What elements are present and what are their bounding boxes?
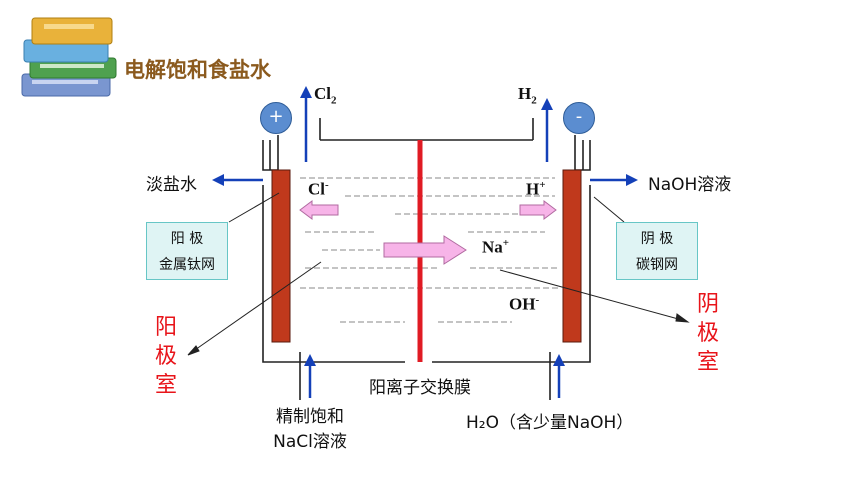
- hydroxide-ion-label: OH-: [509, 294, 540, 314]
- water-inlet-label: H₂O（含少量NaOH）: [466, 413, 634, 433]
- books-icon: [21, 17, 117, 97]
- chlorine-gas-label: Cl2: [314, 84, 337, 107]
- dilute-brine-outlet-label: 淡盐水: [146, 175, 197, 195]
- anode-chamber-label: 阳 极 室: [154, 315, 177, 398]
- cathode-material-box: 阴 极 碳钢网: [616, 222, 698, 280]
- sodium-ion-label: Na+: [482, 237, 510, 257]
- h-migration-arrow: [519, 200, 557, 220]
- ion-arrows: [299, 200, 557, 265]
- na-migration-arrow: [383, 235, 467, 265]
- cl-migration-arrow: [299, 200, 339, 220]
- hydrogen-ion-label: H+: [526, 179, 546, 199]
- membrane-label: 阳离子交换膜: [369, 378, 471, 398]
- page-title: 电解饱和食盐水: [124, 58, 271, 82]
- chloride-ion-label: Cl-: [308, 179, 329, 199]
- anode-electrode: [271, 169, 291, 343]
- cell-walls: [262, 118, 591, 400]
- cathode-electrode: [562, 169, 582, 343]
- naoh-solution-outlet-label: NaOH溶液: [648, 175, 732, 195]
- hydrogen-gas-label: H2: [518, 84, 537, 107]
- cathode-terminal: -: [563, 102, 595, 134]
- anode-material-box: 阳 极 金属钛网: [146, 222, 228, 280]
- brine-inlet-label: 精制饱和 NaCl溶液: [273, 407, 347, 452]
- flow-arrows: [212, 86, 638, 398]
- anode-terminal: +: [260, 102, 292, 134]
- pointer-lines: [187, 192, 690, 356]
- cathode-chamber-label: 阴 极 室: [696, 292, 719, 375]
